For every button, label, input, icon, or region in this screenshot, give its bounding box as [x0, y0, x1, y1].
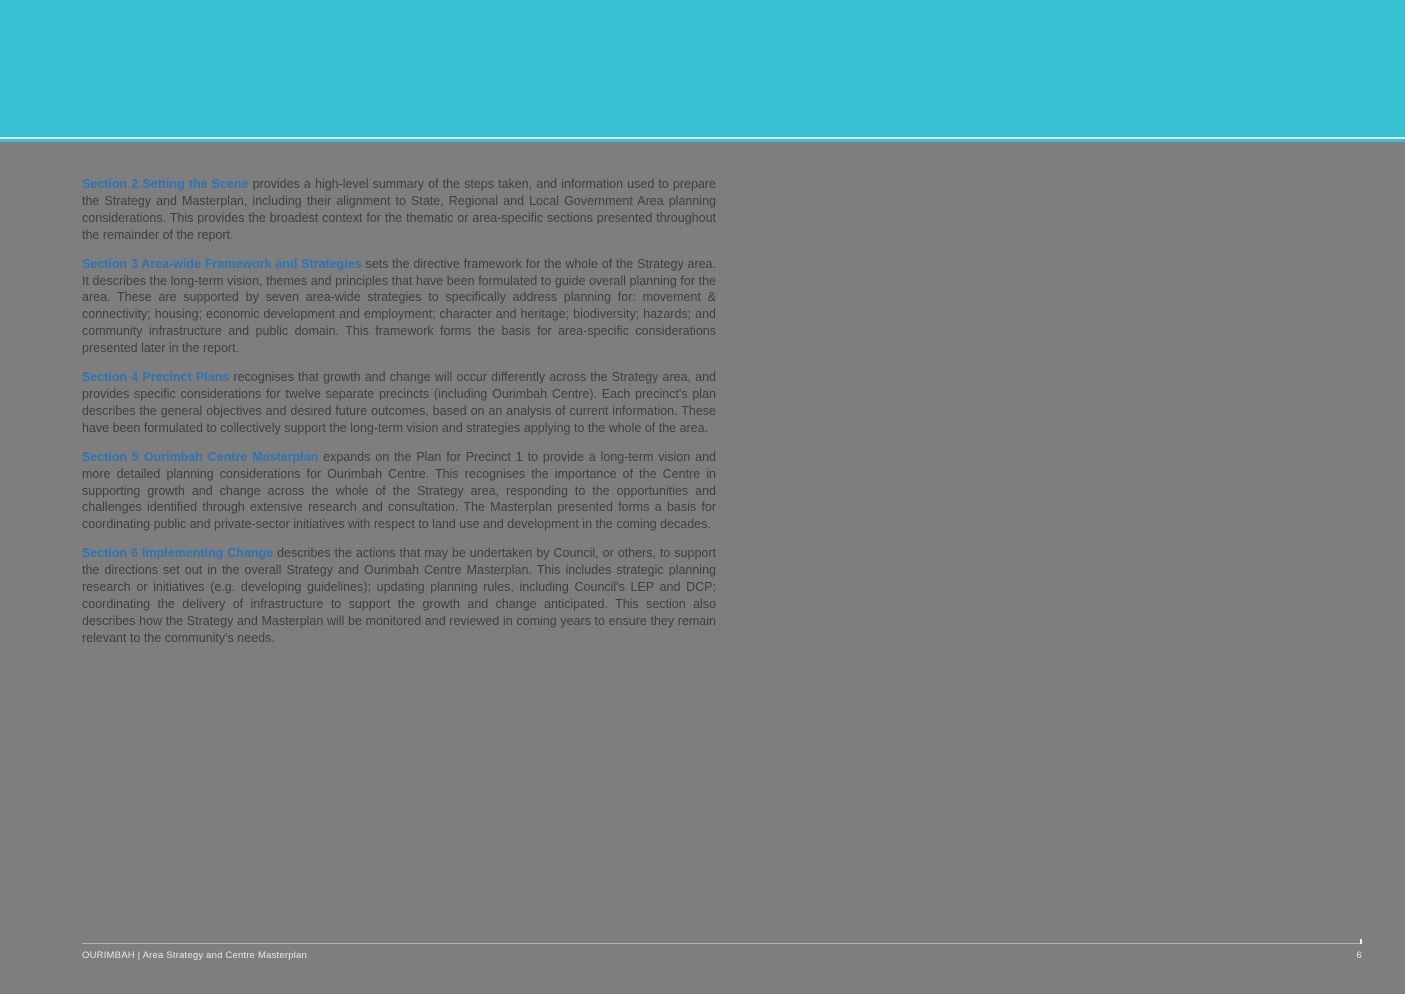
- footer-rule: [82, 939, 1362, 944]
- section-6-paragraph: Section 6 Implementing Change describes …: [82, 545, 716, 646]
- section-6-body: describes the actions that may be undert…: [82, 546, 716, 645]
- section-6-heading: Section 6 Implementing Change: [82, 546, 274, 561]
- section-2-body: provides a high-level summary of the ste…: [82, 177, 716, 242]
- section-5-body: expands on the Plan for Precinct 1 to pr…: [82, 449, 717, 532]
- section-2-heading: Section 2 Setting the Scene: [82, 177, 249, 191]
- header-separator-accent: [0, 139, 1405, 142]
- header-band: [0, 0, 1405, 137]
- header-separator-light: [0, 137, 1405, 139]
- section-2-paragraph: Section 2 Setting the Scene provides a h…: [82, 176, 716, 244]
- section-4-heading: Section 4 Precinct Plans: [82, 370, 230, 385]
- section-3-heading: Section 3 Area-wide Framework and Strate…: [82, 256, 362, 271]
- footer: OURIMBAH | Area Strategy and Centre Mast…: [82, 950, 1362, 961]
- report-structure-text-block: Section 2 Setting the Scene provides a h…: [82, 142, 716, 659]
- page-number: 6: [1356, 950, 1362, 961]
- footer-document-title: OURIMBAH | Area Strategy and Centre Mast…: [82, 950, 307, 961]
- section-4-paragraph: Section 4 Precinct Plans recognises that…: [82, 369, 716, 437]
- section-5-heading: Section 5 Ourimbah Centre Masterplan: [82, 449, 319, 464]
- section-4-body: recognises that growth and change will o…: [82, 370, 716, 435]
- footer-rule-end-tick: [1360, 939, 1362, 944]
- section-3-paragraph: Section 3 Area-wide Framework and Strate…: [82, 256, 716, 357]
- section-3-body: sets the directive framework for the who…: [82, 256, 716, 356]
- section-5-paragraph: Section 5 Ourimbah Centre Masterplan exp…: [82, 449, 716, 534]
